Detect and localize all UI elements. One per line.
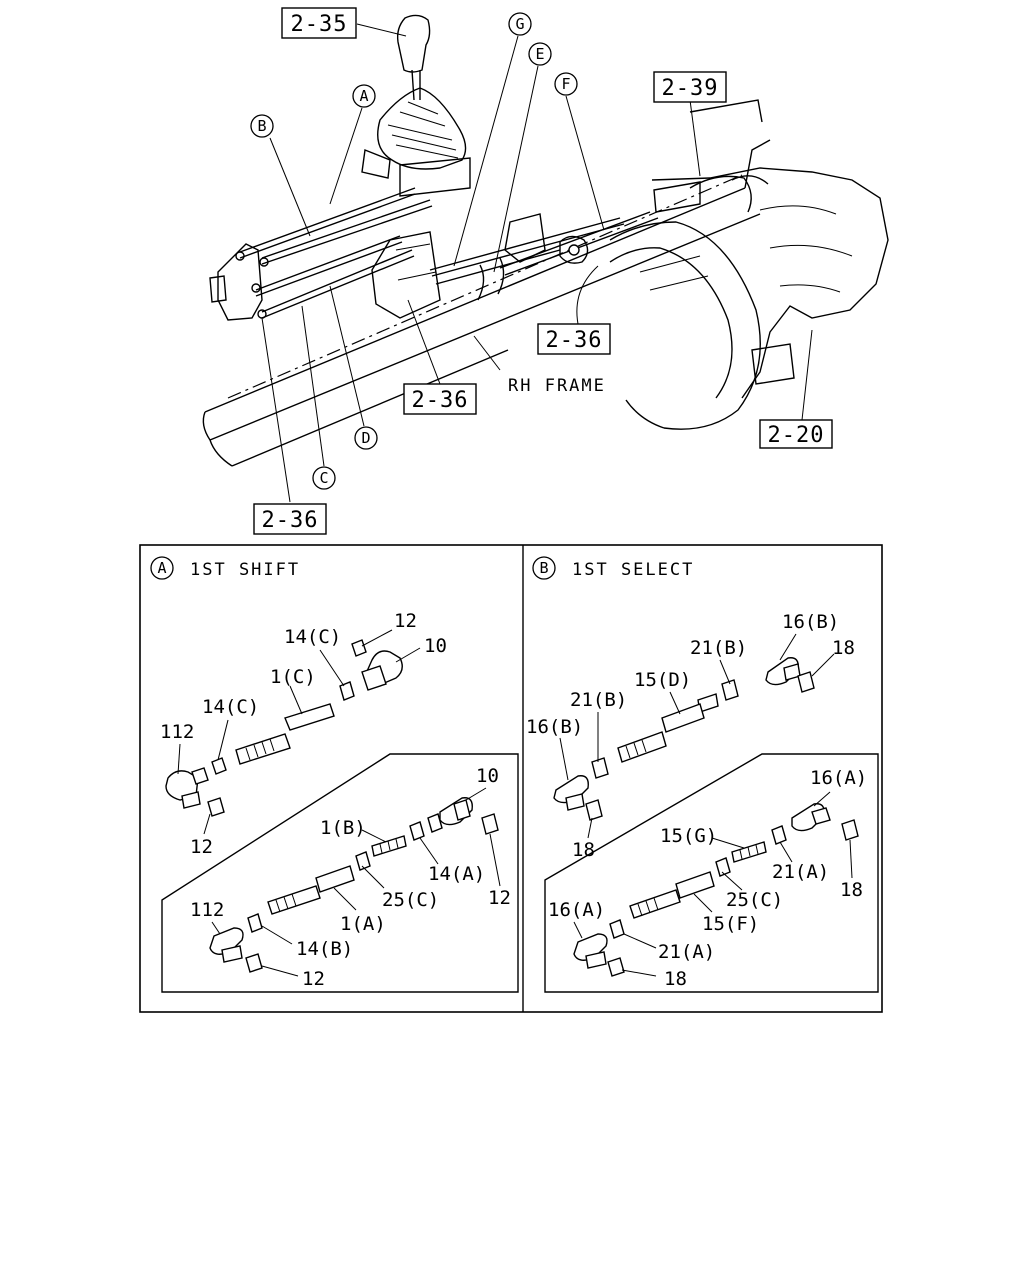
panel-b-leaders bbox=[559, 633, 853, 977]
panel-a-inset bbox=[161, 753, 519, 993]
panel-a-leaders bbox=[177, 629, 501, 977]
part-label: 21(A) bbox=[658, 941, 715, 963]
part-label: 1(C) bbox=[270, 666, 316, 688]
part-label: 10 bbox=[424, 635, 447, 657]
callout-b[interactable]: B bbox=[250, 114, 274, 138]
part-label: 15(G) bbox=[660, 825, 717, 847]
ref-box-2-36-right[interactable]: 2-36 bbox=[537, 323, 611, 355]
shift-lever bbox=[361, 14, 471, 197]
part-label: 25(C) bbox=[726, 889, 783, 911]
callout-f[interactable]: F bbox=[554, 72, 578, 96]
panel-b-labels: 16(B) 21(B) 18 15(D) 21(B) 16(B) 18 16(A… bbox=[526, 611, 867, 990]
svg-text:D: D bbox=[361, 429, 370, 447]
ref-box-2-35[interactable]: 2-35 bbox=[281, 7, 357, 39]
callout-d[interactable]: D bbox=[354, 426, 378, 450]
part-label: 21(B) bbox=[690, 637, 747, 659]
part-label: 18 bbox=[840, 879, 863, 901]
part-label: 14(C) bbox=[284, 626, 341, 648]
panel-1st-shift: A 1ST SHIFT bbox=[150, 556, 519, 993]
ref-box-2-39[interactable]: 2-39 bbox=[653, 71, 727, 103]
rh-frame-rail bbox=[202, 99, 771, 467]
transmission-bracket bbox=[504, 213, 589, 264]
control-cables bbox=[239, 187, 659, 319]
part-label: 21(B) bbox=[570, 689, 627, 711]
svg-text:F: F bbox=[561, 75, 570, 93]
ref-box-2-36-bottom[interactable]: 2-36 bbox=[253, 503, 327, 535]
part-label: 18 bbox=[664, 968, 687, 990]
panel-a-labels: 12 14(C) 10 1(C) 14(C) 112 12 10 1(B) 14… bbox=[160, 610, 511, 990]
part-label: 14(C) bbox=[202, 696, 259, 718]
ref-label: 2-20 bbox=[768, 423, 825, 448]
ref-label: 2-36 bbox=[262, 508, 319, 533]
part-label: 12 bbox=[394, 610, 417, 632]
overview-leader-lines bbox=[261, 23, 813, 503]
callout-c[interactable]: C bbox=[312, 466, 336, 490]
panel-b-lower-parts bbox=[573, 803, 859, 977]
part-label: 16(A) bbox=[548, 899, 605, 921]
svg-text:G: G bbox=[515, 15, 524, 33]
transmission-housing bbox=[609, 167, 889, 430]
part-label: 25(C) bbox=[382, 889, 439, 911]
cable-bracket-left bbox=[209, 243, 269, 321]
part-label: 1(B) bbox=[320, 817, 366, 839]
part-label: 18 bbox=[572, 839, 595, 861]
ref-label: 2-39 bbox=[662, 76, 719, 101]
ref-box-2-20[interactable]: 2-20 bbox=[759, 419, 833, 449]
part-label: 16(B) bbox=[782, 611, 839, 633]
callout-g[interactable]: G bbox=[508, 12, 532, 36]
panel-a-lower-parts bbox=[209, 797, 499, 973]
part-label: 16(B) bbox=[526, 716, 583, 738]
panel-a-title: 1ST SHIFT bbox=[190, 560, 300, 580]
svg-text:E: E bbox=[535, 45, 544, 63]
panel-1st-select: B 1ST SELECT bbox=[526, 556, 879, 993]
callout-a[interactable]: A bbox=[352, 84, 376, 108]
ref-label: 2-36 bbox=[412, 388, 469, 413]
overview-illustration: 2-35 2-39 2-36 2-36 2-20 2-36 G E bbox=[202, 7, 889, 535]
panel-b-marker[interactable]: B bbox=[532, 556, 556, 580]
part-label: 112 bbox=[190, 899, 224, 921]
part-label: 16(A) bbox=[810, 767, 867, 789]
panel-b-title: 1ST SELECT bbox=[572, 560, 694, 580]
part-label: 10 bbox=[476, 765, 499, 787]
svg-text:B: B bbox=[539, 559, 548, 577]
part-label: 15(F) bbox=[702, 913, 759, 935]
ref-label: 2-35 bbox=[291, 12, 348, 37]
part-label: 12 bbox=[488, 887, 511, 909]
part-label: 14(B) bbox=[296, 938, 353, 960]
ref-box-2-36-center[interactable]: 2-36 bbox=[403, 383, 477, 415]
detail-panels bbox=[139, 544, 883, 1013]
panel-b-inset bbox=[544, 753, 879, 993]
svg-text:A: A bbox=[359, 87, 368, 105]
part-label: 21(A) bbox=[772, 861, 829, 883]
part-label: 14(A) bbox=[428, 863, 485, 885]
panel-a-marker[interactable]: A bbox=[150, 556, 174, 580]
svg-text:A: A bbox=[157, 559, 166, 577]
part-label: 18 bbox=[832, 637, 855, 659]
mounting-bracket-center bbox=[371, 231, 441, 319]
detail-panels-frame bbox=[139, 544, 883, 1013]
part-label: 1(A) bbox=[340, 913, 386, 935]
part-label: 12 bbox=[190, 836, 213, 858]
svg-text:C: C bbox=[319, 469, 328, 487]
part-label: 12 bbox=[302, 968, 325, 990]
part-label: 15(D) bbox=[634, 669, 691, 691]
part-label: 112 bbox=[160, 721, 194, 743]
panel-b-upper-parts bbox=[553, 657, 815, 821]
callout-e[interactable]: E bbox=[528, 42, 552, 66]
svg-text:B: B bbox=[257, 117, 266, 135]
frame-label: RH FRAME bbox=[508, 376, 606, 396]
ref-label: 2-36 bbox=[546, 328, 603, 353]
